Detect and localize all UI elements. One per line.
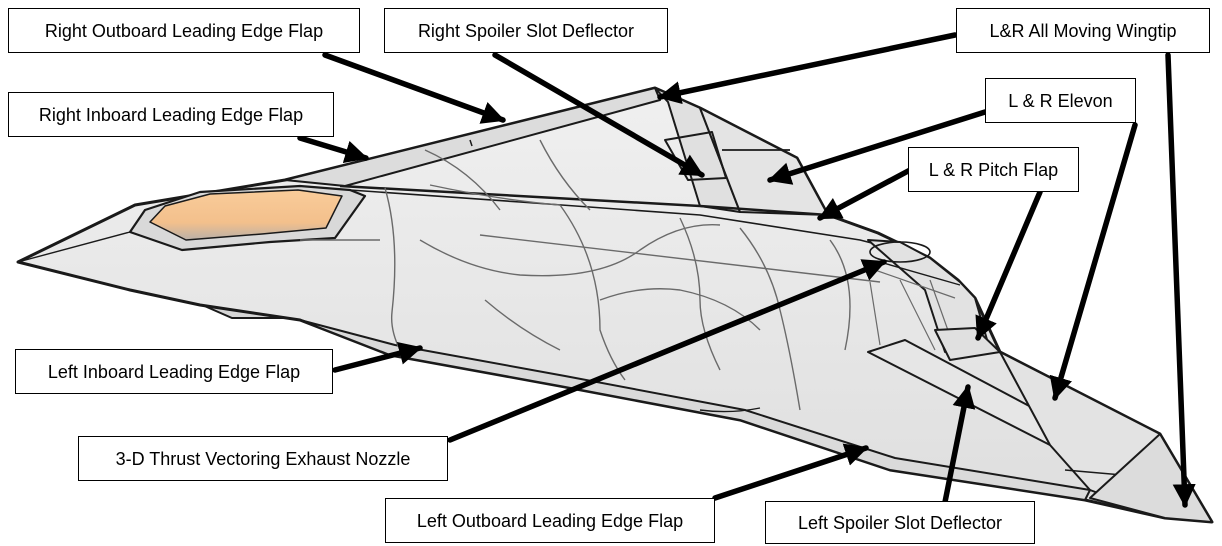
arrow-lr-wingtip-top: [657, 32, 958, 105]
label-left-outboard-leading-edge-flap: Left Outboard Leading Edge Flap: [385, 498, 715, 543]
label-left-inboard-leading-edge-flap: Left Inboard Leading Edge Flap: [15, 349, 333, 394]
panel-lines: [300, 139, 881, 411]
label-left-spoiler-slot-deflector: Left Spoiler Slot Deflector: [765, 501, 1035, 544]
arrow-lr-wingtip-bottom: [1165, 52, 1196, 508]
label-lr-elevon: L & R Elevon: [985, 78, 1136, 123]
label-right-inboard-leading-edge-flap: Right Inboard Leading Edge Flap: [8, 92, 334, 137]
arrow-right-outboard-le-flap: [322, 52, 506, 124]
arrow-lr-elevon-top: [767, 109, 988, 185]
right-wing-root-line: [339, 184, 879, 235]
canopy: [149, 189, 343, 241]
arrow-lr-pitch-flap-top: [817, 167, 913, 221]
arrow-lr-elevon-bottom: [1049, 122, 1138, 401]
label-thrust-vectoring-exhaust-nozzle: 3-D Thrust Vectoring Exhaust Nozzle: [78, 436, 448, 481]
arrow-lr-pitch-flap-bottom: [975, 189, 1043, 341]
arrow-right-spoiler-slot: [492, 52, 705, 178]
arrow-right-inboard-le-flap: [297, 135, 369, 164]
arrow-left-inboard-le-flap: [332, 342, 423, 373]
arrow-left-outboard-le-flap: [712, 443, 869, 501]
left-leading-edge-flap-strip: [299, 319, 1091, 501]
label-lr-all-moving-wingtip: L&R All Moving Wingtip: [956, 8, 1210, 53]
label-right-spoiler-slot-deflector: Right Spoiler Slot Deflector: [384, 8, 668, 53]
arrow-thrust-nozzle: [447, 259, 887, 443]
label-lr-pitch-flap: L & R Pitch Flap: [908, 147, 1079, 192]
arrow-left-spoiler-slot: [942, 384, 976, 505]
exhaust-nozzle: [867, 239, 991, 353]
leader-arrows: [297, 32, 1196, 508]
label-right-outboard-leading-edge-flap: Right Outboard Leading Edge Flap: [8, 8, 360, 53]
